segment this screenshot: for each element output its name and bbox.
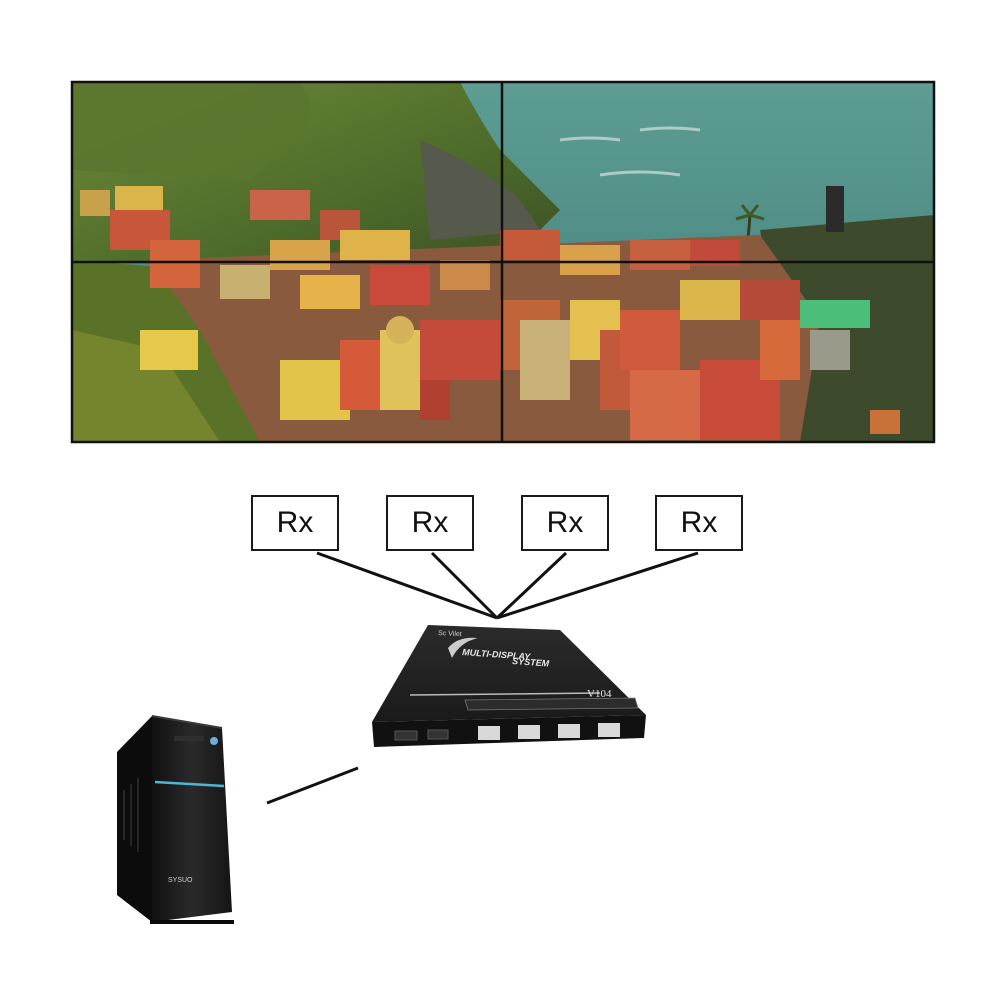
receiver-label: Rx xyxy=(680,506,718,539)
rj45-port-4 xyxy=(598,723,620,737)
video-wall xyxy=(70,80,936,444)
pc-side-panel xyxy=(117,716,152,922)
receiver-box-1: Rx xyxy=(251,495,339,551)
rj45-port-2 xyxy=(518,725,540,739)
drive-bay xyxy=(174,736,204,741)
controller-model-code: V104 xyxy=(587,688,612,700)
receiver-box-3: Rx xyxy=(521,495,609,551)
led-strip xyxy=(464,697,639,711)
swoosh-logo-icon xyxy=(448,637,478,658)
dp-port xyxy=(427,729,449,740)
controller-brand: Sc Vilet xyxy=(438,630,462,638)
receiver-label: Rx xyxy=(411,506,449,539)
receiver-label: Rx xyxy=(276,506,314,539)
line-rx2-controller xyxy=(430,551,499,620)
line-rx3-controller xyxy=(495,551,568,620)
rj45-port-1 xyxy=(478,726,500,740)
rj45-port-3 xyxy=(558,724,580,738)
pc-light-strip xyxy=(154,780,225,788)
receiver-label: Rx xyxy=(546,506,584,539)
line-pc-controller xyxy=(266,766,359,805)
connection-lines xyxy=(266,551,699,805)
hdmi-port xyxy=(394,730,418,741)
receiver-box-2: Rx xyxy=(386,495,474,551)
line-rx4-controller xyxy=(496,551,699,620)
line-rx1-controller xyxy=(316,551,498,620)
multi-display-controller: Sc Vilet MULTI-DISPLAY SYSTEM V104 xyxy=(372,625,646,747)
pc-front-panel xyxy=(152,716,232,922)
controller-title-line1: MULTI-DISPLAY xyxy=(462,647,532,662)
receiver-box-4: Rx xyxy=(655,495,743,551)
controller-top xyxy=(372,625,646,722)
town-buildings xyxy=(80,186,900,440)
computer-tower: SYSUO xyxy=(117,715,234,924)
pc-brand-label: SYSUO xyxy=(168,877,193,884)
controller-title-line2: SYSTEM xyxy=(512,656,550,669)
power-button-icon xyxy=(210,737,218,745)
